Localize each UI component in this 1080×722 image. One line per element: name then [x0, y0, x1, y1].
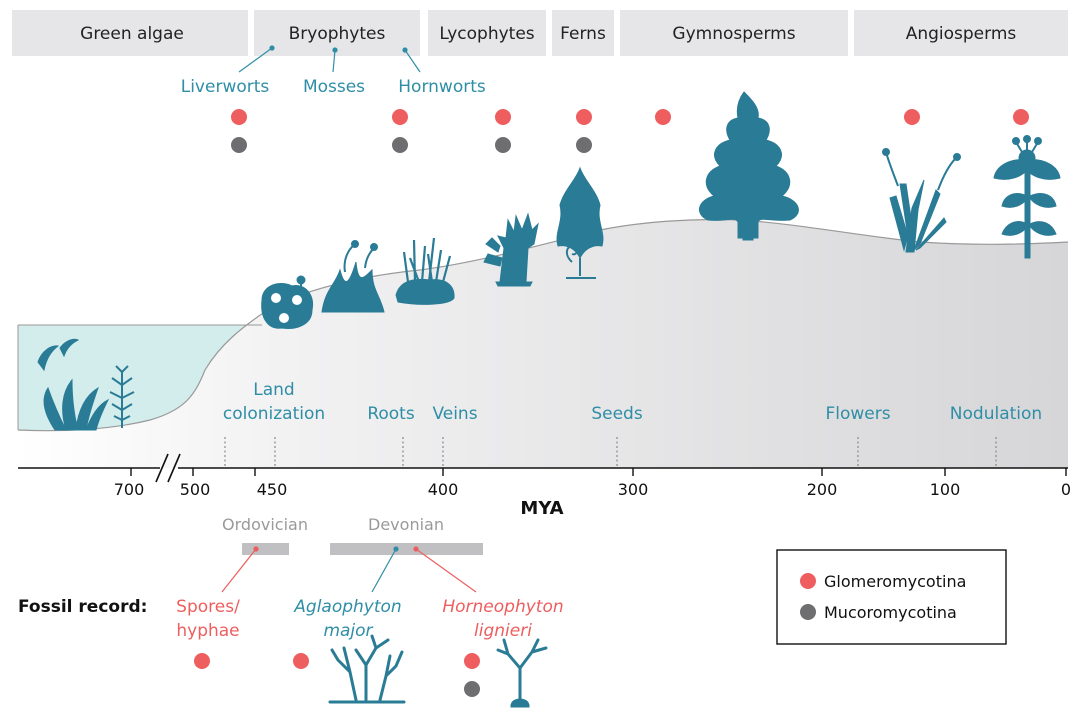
moss-icon — [321, 240, 385, 313]
header-box-bryophytes — [254, 10, 420, 56]
tick-450: 450 — [257, 480, 288, 499]
group-label-bryophytes: Bryophytes — [289, 24, 386, 44]
glomeromycotina-dot-gymnosperms — [655, 109, 671, 125]
mucoromycotina-dot-lycophytes — [495, 137, 511, 153]
legend-label-glomeromycotina: Glomeromycotina — [824, 572, 966, 591]
event-veins-label: Veins — [432, 404, 477, 424]
fossil-spores-line1: Spores/ — [176, 597, 240, 617]
glomeromycotina-dot-liverworts — [231, 109, 247, 125]
period-ordovician-label: Ordovician — [222, 515, 308, 534]
period-devonian-label: Devonian — [368, 515, 444, 534]
mosses-pointer-dot — [332, 47, 338, 53]
event-dotted-markers — [224, 437, 997, 466]
fossil-dot-aglaophyton — [293, 653, 309, 669]
event-roots-label: Roots — [367, 404, 415, 424]
glomeromycotina-dot-grass — [904, 109, 920, 125]
group-label-ferns: Ferns — [560, 24, 606, 44]
hornwort-icon — [395, 237, 455, 305]
fossil-dot-spores — [194, 653, 210, 669]
grass-icon — [882, 148, 961, 253]
mucoromycotina-dot-liverworts — [231, 137, 247, 153]
period-ordovician-bar — [242, 543, 289, 555]
event-flowers-label: Flowers — [825, 404, 890, 424]
mucoromycotina-dot-hornworts — [392, 137, 408, 153]
glomeromycotina-dot-angiosperms — [1013, 109, 1029, 125]
header-box-lycophytes — [428, 10, 546, 56]
hornworts-pointer-dot — [402, 47, 408, 53]
axis-break-mark-1 — [155, 453, 169, 483]
terrain-outline — [17, 218, 1069, 432]
group-header-row: Green algae Bryophytes Lycophytes Ferns … — [12, 10, 1068, 56]
period-devonian-bar — [330, 543, 483, 555]
glomeromycotina-dot-ferns — [576, 109, 592, 125]
tick-400: 400 — [428, 480, 459, 499]
fossil-spores-line2: hyphae — [176, 621, 239, 641]
mucoromycotina-dot-ferns — [576, 137, 592, 153]
label-liverworts: Liverworts — [181, 77, 270, 97]
time-axis: 700 500 450 400 300 200 100 0 MYA — [18, 453, 1071, 519]
bryophyte-subgroups: Liverworts Mosses Hornworts — [181, 45, 486, 97]
group-label-green-algae: Green algae — [80, 24, 184, 44]
fossil-horneophyton-line1: Horneophyton — [442, 597, 563, 617]
legend-box — [776, 549, 1007, 645]
label-mosses: Mosses — [303, 77, 365, 97]
flowering-plant-icon — [993, 135, 1061, 259]
liverworts-pointer-dot — [269, 45, 275, 51]
lycophyte-icon — [483, 212, 539, 287]
tick-300: 300 — [618, 480, 649, 499]
group-label-angiosperms: Angiosperms — [906, 24, 1017, 44]
horneophyton-icon — [496, 638, 548, 708]
glomeromycotina-dot-lycophytes — [495, 109, 511, 125]
fossil-aglaophyton-line1: Aglaophyton — [293, 597, 401, 617]
legend-label-mucoromycotina: Mucoromycotina — [824, 603, 957, 622]
header-box-gymnosperms — [620, 10, 848, 56]
algae-icon — [37, 338, 135, 431]
header-box-angiosperms — [854, 10, 1068, 56]
tick-100: 100 — [930, 480, 961, 499]
fossil-dot-horneophyton-mucoro — [464, 681, 480, 697]
header-box-ferns — [552, 10, 614, 56]
fossil-dot-horneophyton-glomero — [464, 653, 480, 669]
event-land-label-line2: colonization — [223, 404, 325, 424]
label-hornworts: Hornworts — [398, 77, 486, 97]
liverwort-icon — [261, 275, 314, 329]
legend: Glomeromycotina Mucoromycotina — [776, 549, 1007, 645]
group-label-lycophytes: Lycophytes — [439, 24, 534, 44]
evolutionary-events: Land colonization Roots Veins Seeds Flow… — [223, 380, 1042, 466]
plant-silhouettes — [37, 91, 1061, 431]
event-nodulation-label: Nodulation — [950, 404, 1042, 424]
fern-icon — [556, 166, 604, 279]
fossil-record: Fossil record: Spores/ hyphae Aglaophyto… — [18, 546, 564, 708]
axis-break-mark-2 — [167, 453, 181, 483]
event-seeds-label: Seeds — [591, 404, 643, 424]
legend-swatch-mucoromycotina — [800, 604, 816, 620]
tick-200: 200 — [807, 480, 838, 499]
water-area — [18, 325, 262, 431]
legend-swatch-glomeromycotina — [800, 573, 816, 589]
fossil-aglaophyton-line2: major — [323, 621, 373, 641]
geological-periods: Ordovician Devonian — [222, 515, 483, 555]
fossil-record-label: Fossil record: — [18, 597, 147, 617]
axis-label-mya: MYA — [520, 498, 563, 519]
aglaophyton-icon — [328, 634, 406, 704]
glomeromycotina-dot-hornworts — [392, 109, 408, 125]
tick-700: 700 — [114, 480, 145, 499]
fossil-horneophyton-line2: lignieri — [474, 621, 532, 641]
group-label-gymnosperms: Gymnosperms — [672, 24, 795, 44]
event-land-label-line1: Land — [253, 380, 294, 400]
fungal-association-dots — [231, 109, 1029, 153]
landscape — [17, 218, 1069, 468]
land-area — [18, 219, 1068, 468]
gymnosperm-tree-icon — [699, 91, 799, 241]
tick-500: 500 — [180, 480, 211, 499]
tick-0: 0 — [1061, 480, 1071, 499]
header-box-green-algae — [12, 10, 248, 56]
